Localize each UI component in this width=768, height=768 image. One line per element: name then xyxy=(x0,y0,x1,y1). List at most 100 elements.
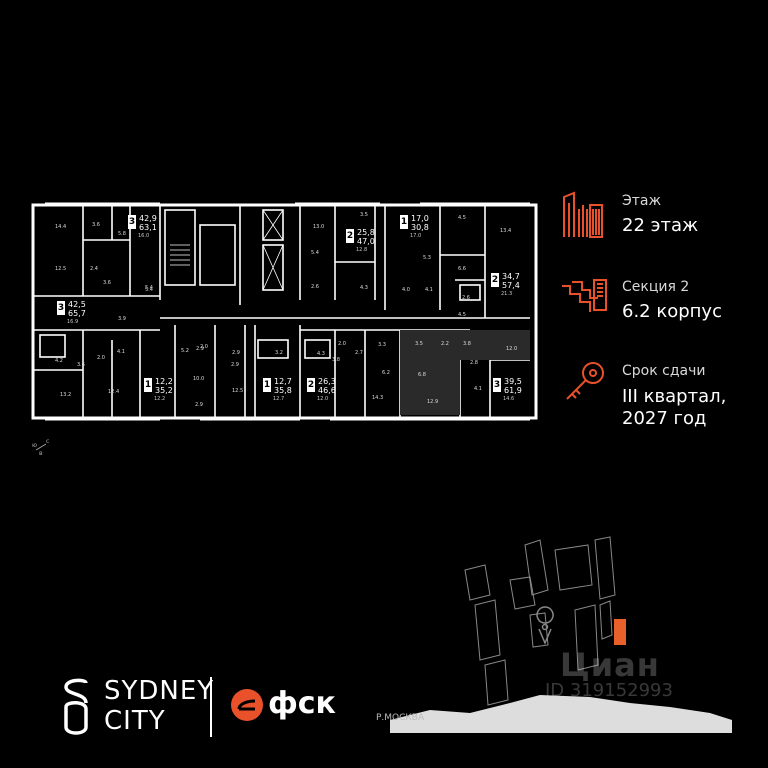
river-label: Р.МОСКВА xyxy=(376,713,425,723)
room-area: 13.0 xyxy=(313,224,325,230)
room-area: 2.9 xyxy=(232,350,240,356)
room-area: 2.9 xyxy=(195,402,203,408)
apartment-rooms-badge: 3 xyxy=(128,215,136,229)
section-value: 6.2 корпус xyxy=(622,301,722,322)
room-area: 3.3 xyxy=(378,342,386,348)
room-area: 4.0 xyxy=(402,287,410,293)
key-icon xyxy=(566,362,604,400)
apartment-kitchen-area: 16.9 xyxy=(67,319,79,325)
room-area: 12.5 xyxy=(55,266,67,272)
room-area: 4.5 xyxy=(458,215,466,221)
apartment-rooms-badge: 2 xyxy=(346,229,354,243)
compass-south: ю xyxy=(32,442,38,449)
room-area: 2.6 xyxy=(311,284,319,290)
apartment-kitchen-area: 21.3 xyxy=(501,291,513,297)
current-building-marker xyxy=(614,619,626,645)
site-map xyxy=(390,536,732,733)
room-area: 2.0 xyxy=(200,344,208,350)
room-area: 3.5 xyxy=(360,212,368,218)
watermark-logo: Циан xyxy=(560,646,660,684)
sydney-city-logo-icon xyxy=(64,678,88,735)
room-area: 14.3 xyxy=(372,395,384,401)
room-area: 5.3 xyxy=(423,255,431,261)
room-area: 3.2 xyxy=(275,350,283,356)
stairs-icon xyxy=(562,279,607,312)
brand-sydney: SYDNEY xyxy=(104,676,215,706)
deadline-label: Срок сдачи xyxy=(622,363,706,379)
room-area: 3.6 xyxy=(103,280,111,286)
room-area: 2.4 xyxy=(90,266,98,272)
room-area: 3.8 xyxy=(332,357,340,363)
room-area: 12.5 xyxy=(232,388,244,394)
room-area: 12.4 xyxy=(108,389,120,395)
room-area: 5.2 xyxy=(181,348,189,354)
room-area: 5.4 xyxy=(145,285,153,291)
unit-highlight xyxy=(400,330,460,415)
apartment-kitchen-area: 12.0 xyxy=(317,396,329,402)
room-area: 2.6 xyxy=(462,295,470,301)
stair-hatch xyxy=(170,244,190,266)
fsk-logo-icon xyxy=(231,689,263,721)
room-area: 12.0 xyxy=(506,346,518,352)
room-area: 13.2 xyxy=(60,392,72,398)
apartment-rooms-badge: 3 xyxy=(493,378,501,392)
room-area: 5.4 xyxy=(311,250,319,256)
apartment-kitchen-area: 12.7 xyxy=(273,396,285,402)
floor-label: Этаж xyxy=(622,193,662,209)
room-area: 4.3 xyxy=(360,285,368,291)
room-area: 4.5 xyxy=(458,312,466,318)
brand-city: CITY xyxy=(104,706,166,736)
room-area: 13.4 xyxy=(500,228,512,234)
room-area: 3.6 xyxy=(77,362,85,368)
room-area: 4.1 xyxy=(117,349,125,355)
apartment-rooms-badge: 3 xyxy=(57,301,65,315)
compass-east: в xyxy=(39,450,43,457)
room-area: 6.2 xyxy=(382,370,390,376)
apartment-kitchen-area: 17.0 xyxy=(410,233,422,239)
room-area: 2.0 xyxy=(97,355,105,361)
room-area: 4.3 xyxy=(317,351,325,357)
building-floors-icon xyxy=(563,191,603,238)
room-area: 2.2 xyxy=(441,341,449,347)
brand-fsk: фск xyxy=(268,686,336,721)
room-area: 4.1 xyxy=(474,386,482,392)
apartment-kitchen-area: 16.0 xyxy=(138,233,150,239)
room-area: 2.7 xyxy=(355,350,363,356)
room-area: 3.9 xyxy=(118,316,126,322)
apartment-rooms-badge: 1 xyxy=(144,378,152,392)
apartment-kitchen-area: 12.8 xyxy=(356,247,368,253)
room-area: 2.9 xyxy=(196,346,204,352)
apartment-kitchen-area: 14.6 xyxy=(503,396,515,402)
room-area: 4.2 xyxy=(55,358,63,364)
room-area: 10.0 xyxy=(193,376,205,382)
compass: ю с в xyxy=(30,436,54,460)
map-pin-icon xyxy=(536,606,554,645)
brand-divider xyxy=(210,677,212,737)
room-area: 2.9 xyxy=(231,362,239,368)
room-area: 12.9 xyxy=(427,399,439,405)
deadline-line2: 2027 год xyxy=(622,408,707,429)
room-area: 3.5 xyxy=(415,341,423,347)
elevator-shafts xyxy=(262,209,284,291)
room-area: 6.8 xyxy=(418,372,426,378)
room-area: 4.1 xyxy=(425,287,433,293)
section-label: Секция 2 xyxy=(622,279,690,295)
deadline-line1: III квартал, xyxy=(622,386,727,407)
room-area: 14.4 xyxy=(55,224,67,230)
compass-north: с xyxy=(46,438,50,445)
apartment-rooms-badge: 2 xyxy=(307,378,315,392)
apartment-rooms-badge: 1 xyxy=(263,378,271,392)
room-area: 2.0 xyxy=(338,341,346,347)
room-area: 6.6 xyxy=(458,266,466,272)
room-area: 3.6 xyxy=(92,222,100,228)
